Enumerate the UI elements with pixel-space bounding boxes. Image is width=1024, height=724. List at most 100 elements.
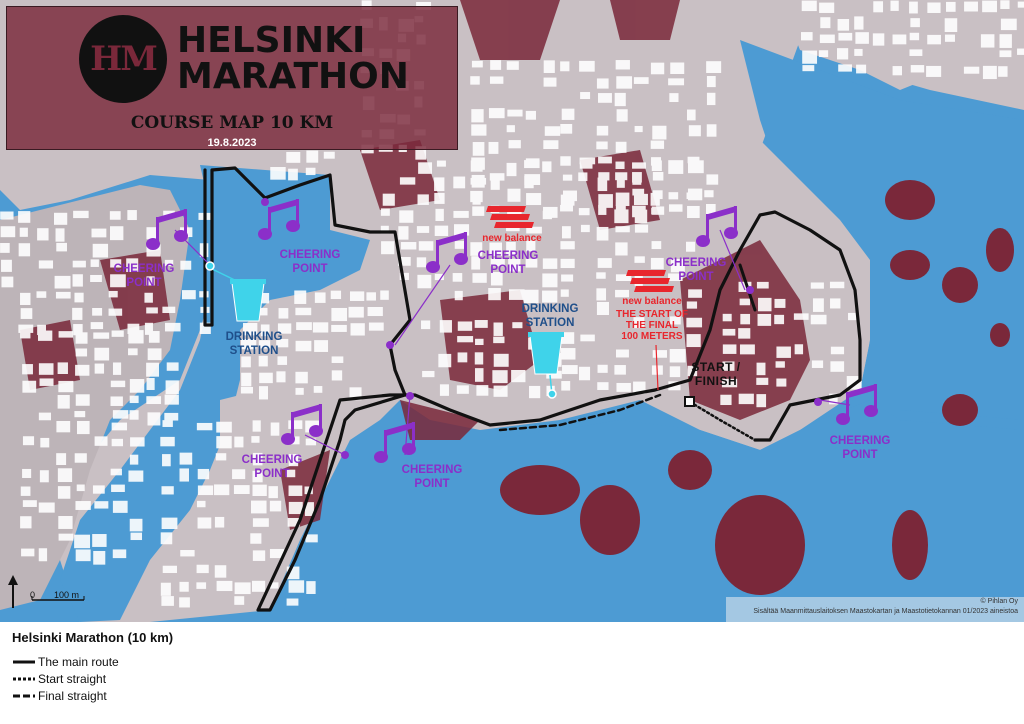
building-block bbox=[775, 361, 785, 368]
cheering-point-icon[interactable] bbox=[426, 232, 468, 273]
building-block bbox=[615, 242, 628, 256]
building-block bbox=[632, 188, 645, 196]
building-block bbox=[652, 125, 667, 140]
building-block bbox=[474, 368, 484, 382]
building-block bbox=[453, 176, 466, 189]
building-block bbox=[892, 34, 907, 45]
building-block bbox=[161, 517, 178, 530]
building-block bbox=[454, 241, 467, 249]
building-block bbox=[252, 420, 261, 432]
building-block bbox=[252, 550, 266, 561]
building-block bbox=[830, 361, 845, 372]
building-block bbox=[687, 156, 700, 164]
building-block bbox=[111, 438, 124, 447]
building-block bbox=[632, 176, 642, 185]
building-block bbox=[294, 290, 307, 304]
building-block bbox=[633, 77, 649, 84]
building-block bbox=[909, 49, 923, 56]
building-block bbox=[525, 110, 536, 120]
building-block bbox=[58, 331, 74, 338]
building-block bbox=[439, 320, 452, 333]
building-block bbox=[544, 126, 561, 136]
building-block bbox=[471, 60, 483, 68]
building-block bbox=[259, 292, 270, 304]
cheering-point-icon[interactable] bbox=[258, 199, 300, 240]
scale-distance-label: 100 m bbox=[54, 590, 80, 600]
building-block bbox=[1, 276, 14, 288]
north-arrow-icon bbox=[8, 575, 18, 608]
building-block bbox=[542, 290, 558, 303]
building-block bbox=[562, 174, 573, 181]
building-block bbox=[946, 1, 956, 12]
building-block bbox=[161, 596, 174, 606]
building-block bbox=[128, 348, 138, 356]
building-block bbox=[277, 356, 288, 365]
building-block bbox=[196, 422, 213, 431]
building-block bbox=[488, 108, 505, 119]
building-block bbox=[560, 194, 575, 206]
building-block bbox=[22, 468, 32, 478]
course-map[interactable]: HM HELSINKI MARATHON COURSE MAP 10 KM 19… bbox=[0, 0, 1024, 622]
building-block bbox=[199, 322, 211, 334]
building-block bbox=[252, 452, 263, 466]
building-block bbox=[470, 177, 487, 185]
building-block bbox=[295, 340, 312, 352]
cheering-point-icon[interactable] bbox=[146, 209, 188, 250]
building-block bbox=[164, 322, 181, 332]
building-block bbox=[165, 380, 179, 395]
legend-label: Start straight bbox=[38, 671, 107, 686]
building-block bbox=[524, 176, 534, 189]
building-block bbox=[722, 344, 737, 354]
building-block bbox=[776, 378, 787, 387]
building-block bbox=[398, 257, 411, 266]
building-block bbox=[615, 289, 630, 298]
building-block bbox=[454, 290, 463, 301]
start-finish-marker[interactable] bbox=[684, 396, 695, 407]
legend-label: The main route bbox=[38, 654, 119, 669]
building-block bbox=[439, 384, 449, 396]
building-block bbox=[802, 65, 815, 72]
route-dots bbox=[261, 198, 822, 459]
scale-bar bbox=[31, 596, 85, 601]
drinking-station-icon[interactable] bbox=[528, 332, 564, 375]
building-block bbox=[524, 289, 539, 303]
building-block bbox=[615, 172, 628, 181]
building-block bbox=[506, 125, 515, 133]
building-block bbox=[20, 292, 31, 305]
building-block bbox=[526, 193, 542, 206]
building-block bbox=[216, 436, 232, 449]
building-block bbox=[561, 226, 571, 239]
building-block bbox=[234, 582, 251, 595]
building-block bbox=[686, 301, 698, 309]
building-block bbox=[756, 362, 766, 376]
building-block bbox=[146, 396, 162, 405]
building-block bbox=[197, 485, 214, 496]
building-block bbox=[848, 312, 857, 321]
building-block bbox=[738, 281, 752, 292]
building-block bbox=[288, 454, 299, 467]
map-canvas[interactable] bbox=[0, 0, 1024, 622]
building-block bbox=[560, 156, 571, 166]
copyright-text: © Pihlan Oy bbox=[980, 598, 1018, 605]
building-block bbox=[93, 550, 106, 565]
building-block bbox=[811, 360, 824, 368]
cheering-point-icon[interactable] bbox=[281, 404, 323, 445]
building-block bbox=[598, 204, 607, 215]
building-block bbox=[909, 32, 920, 41]
building-block bbox=[1000, 0, 1010, 9]
cheering-point-icon[interactable] bbox=[696, 206, 738, 247]
building-block bbox=[55, 291, 71, 299]
building-block bbox=[829, 393, 838, 405]
building-block bbox=[542, 273, 558, 288]
building-block bbox=[146, 227, 160, 240]
building-block bbox=[75, 364, 90, 376]
drinking-station-icon[interactable] bbox=[230, 279, 266, 322]
cheering-point-icon[interactable] bbox=[836, 384, 878, 425]
building-block bbox=[543, 77, 557, 87]
dashed-line-icon bbox=[13, 694, 35, 697]
building-block bbox=[252, 484, 267, 496]
cheering-point-icon[interactable] bbox=[374, 422, 416, 463]
building-block bbox=[18, 324, 34, 333]
